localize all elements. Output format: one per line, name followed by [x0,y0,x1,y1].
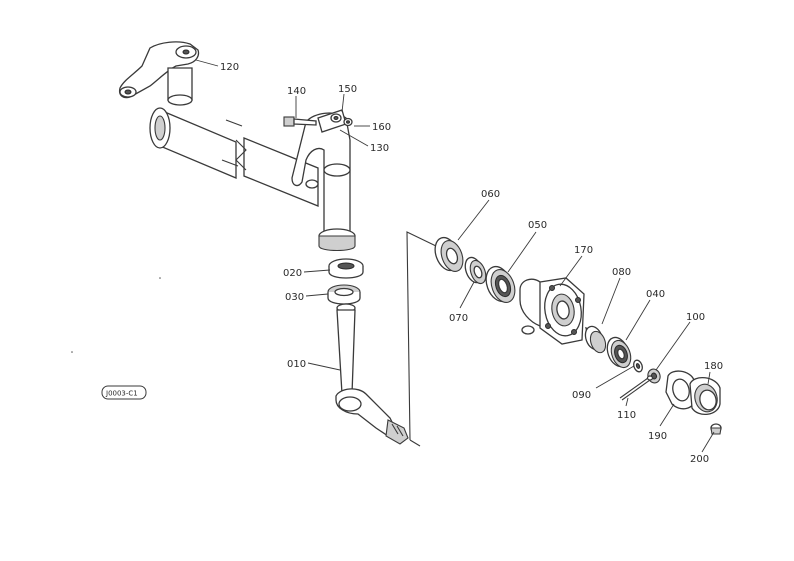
bearing-part-030 [327,284,361,305]
callout-160: 160 [372,122,391,133]
king-pin-housing-part-130 [291,109,356,252]
washer-part-090 [633,359,643,373]
callout-050: 050 [528,220,547,231]
reference-code-label: J0003-C1 [105,390,138,398]
callout-060: 060 [481,189,500,200]
callout-labels: 120 140 150 160 130 020 030 010 060 070 … [220,62,723,465]
callout-200: 200 [690,454,709,465]
washer-part-160 [343,117,353,127]
bolt-part-140 [283,116,317,127]
callout-180: 180 [704,361,723,372]
callout-150: 150 [338,84,357,95]
oil-seal-part-060 [434,236,464,272]
steering-arm-part-120 [118,41,200,106]
bearing-part-040 [606,336,632,369]
hub-cap-part-180 [689,377,721,415]
callout-120: 120 [220,62,239,73]
wheel-hub-part-170 [519,277,585,345]
callout-130: 130 [370,143,389,154]
callout-040: 040 [646,289,665,300]
leader-lines [195,59,715,453]
bolt-part-200 [710,423,722,435]
callout-030: 030 [285,292,304,303]
callout-100: 100 [686,312,705,323]
seal-part-020 [328,258,364,279]
collar-part-070 [464,256,487,285]
collar-part-080 [584,325,607,354]
stray-dot [71,351,73,353]
split-pin-part-110 [619,375,654,401]
steering-knuckle-part-010 [335,303,409,445]
assembly-bracket-lines [406,231,437,447]
callout-010: 010 [287,359,306,370]
callout-090: 090 [572,390,591,401]
axle-housing-tube [149,107,319,207]
stray-dot [159,277,161,279]
callout-110: 110 [617,410,636,421]
callout-080: 080 [612,267,631,278]
callout-070: 070 [449,313,468,324]
bearing-part-050 [485,265,516,303]
callout-170: 170 [574,245,593,256]
callout-190: 190 [648,431,667,442]
callout-140: 140 [287,86,306,97]
callout-020: 020 [283,268,302,279]
reference-code-badge: J0003-C1 [101,385,147,400]
nut-part-150 [330,113,342,123]
